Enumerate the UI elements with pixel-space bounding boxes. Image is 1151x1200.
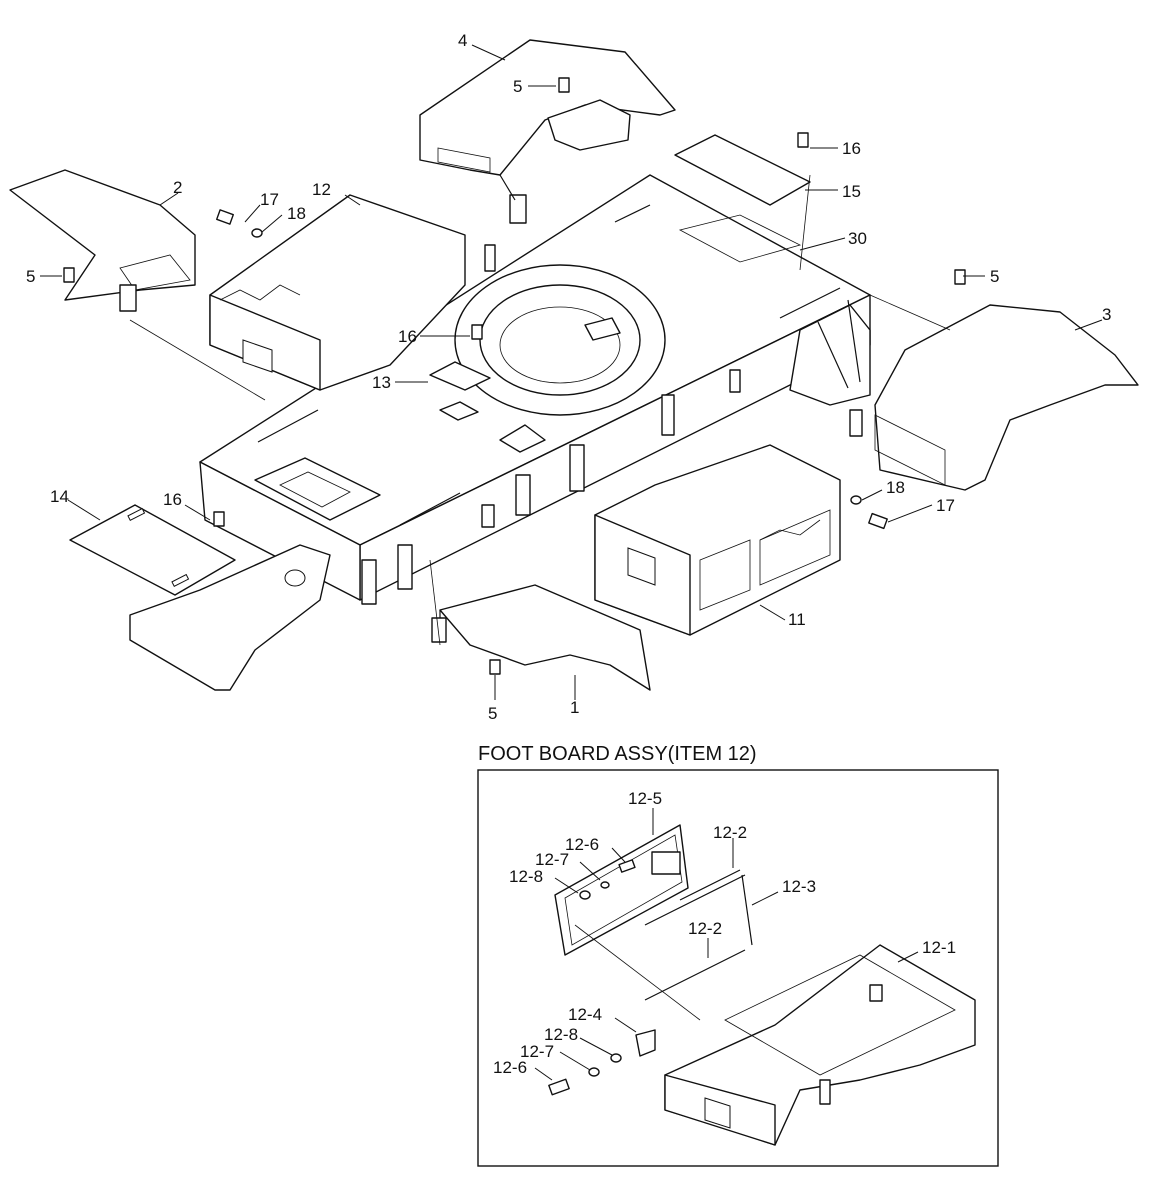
callout-12-1: 12-1 [922,938,956,957]
callout-12-6a: 12-6 [565,835,599,854]
callout-5c: 5 [990,267,999,286]
part-1-cover [431,584,651,691]
leader-lines [40,44,1103,700]
inset-foot-board-assy [477,769,999,1167]
callout-12-7a: 12-7 [535,850,569,869]
callout-12-4: 12-4 [568,1005,602,1024]
callout-17a: 17 [260,190,279,209]
callout-12-3: 12-3 [782,877,816,896]
callout-3: 3 [1102,305,1111,324]
callout-12-8a: 12-8 [509,867,543,886]
left-end-bracket [129,544,331,691]
callout-11: 11 [788,610,806,629]
part-15-plate [674,134,811,206]
callout-12-2b: 12-2 [688,919,722,938]
part-2-cover [9,169,196,312]
callout-2: 2 [173,178,182,197]
part-12-foot-board [209,194,496,391]
part-13-plate [429,361,546,453]
callout-1: 1 [570,698,579,717]
callout-12-8b: 12-8 [544,1025,578,1044]
inset-title: FOOT BOARD ASSY(ITEM 12) [478,743,757,765]
callout-5a: 5 [513,77,522,96]
part-3-cover [849,304,1139,491]
callout-4: 4 [458,31,467,50]
callout-15: 15 [842,182,861,201]
fasteners [63,77,966,675]
callout-12-2a: 12-2 [713,823,747,842]
callout-18b: 18 [886,478,905,497]
part-14-step-plate [69,504,236,596]
callout-5d: 5 [488,704,497,723]
part-11-foot-board [594,444,841,636]
callout-12-6b: 12-6 [493,1058,527,1077]
callout-17b: 17 [936,496,955,515]
part-4-cover [419,39,676,224]
callout-14: 14 [50,487,69,506]
callout-12: 12 [312,180,331,199]
callout-12-5: 12-5 [628,789,662,808]
swing-bearing-ring [454,264,666,416]
callout-5b: 5 [26,267,35,286]
callout-16b: 16 [398,327,417,346]
callout-12-7b: 12-7 [520,1042,554,1061]
callout-labels: FOOT BOARD ASSY(ITEM 12) 1 2 3 4 5 5 5 5… [26,31,1111,1077]
callout-16c: 16 [163,490,182,509]
callout-30: 30 [848,229,867,248]
callout-16a: 16 [842,139,861,158]
callout-18a: 18 [287,204,306,223]
callout-13: 13 [372,373,391,392]
